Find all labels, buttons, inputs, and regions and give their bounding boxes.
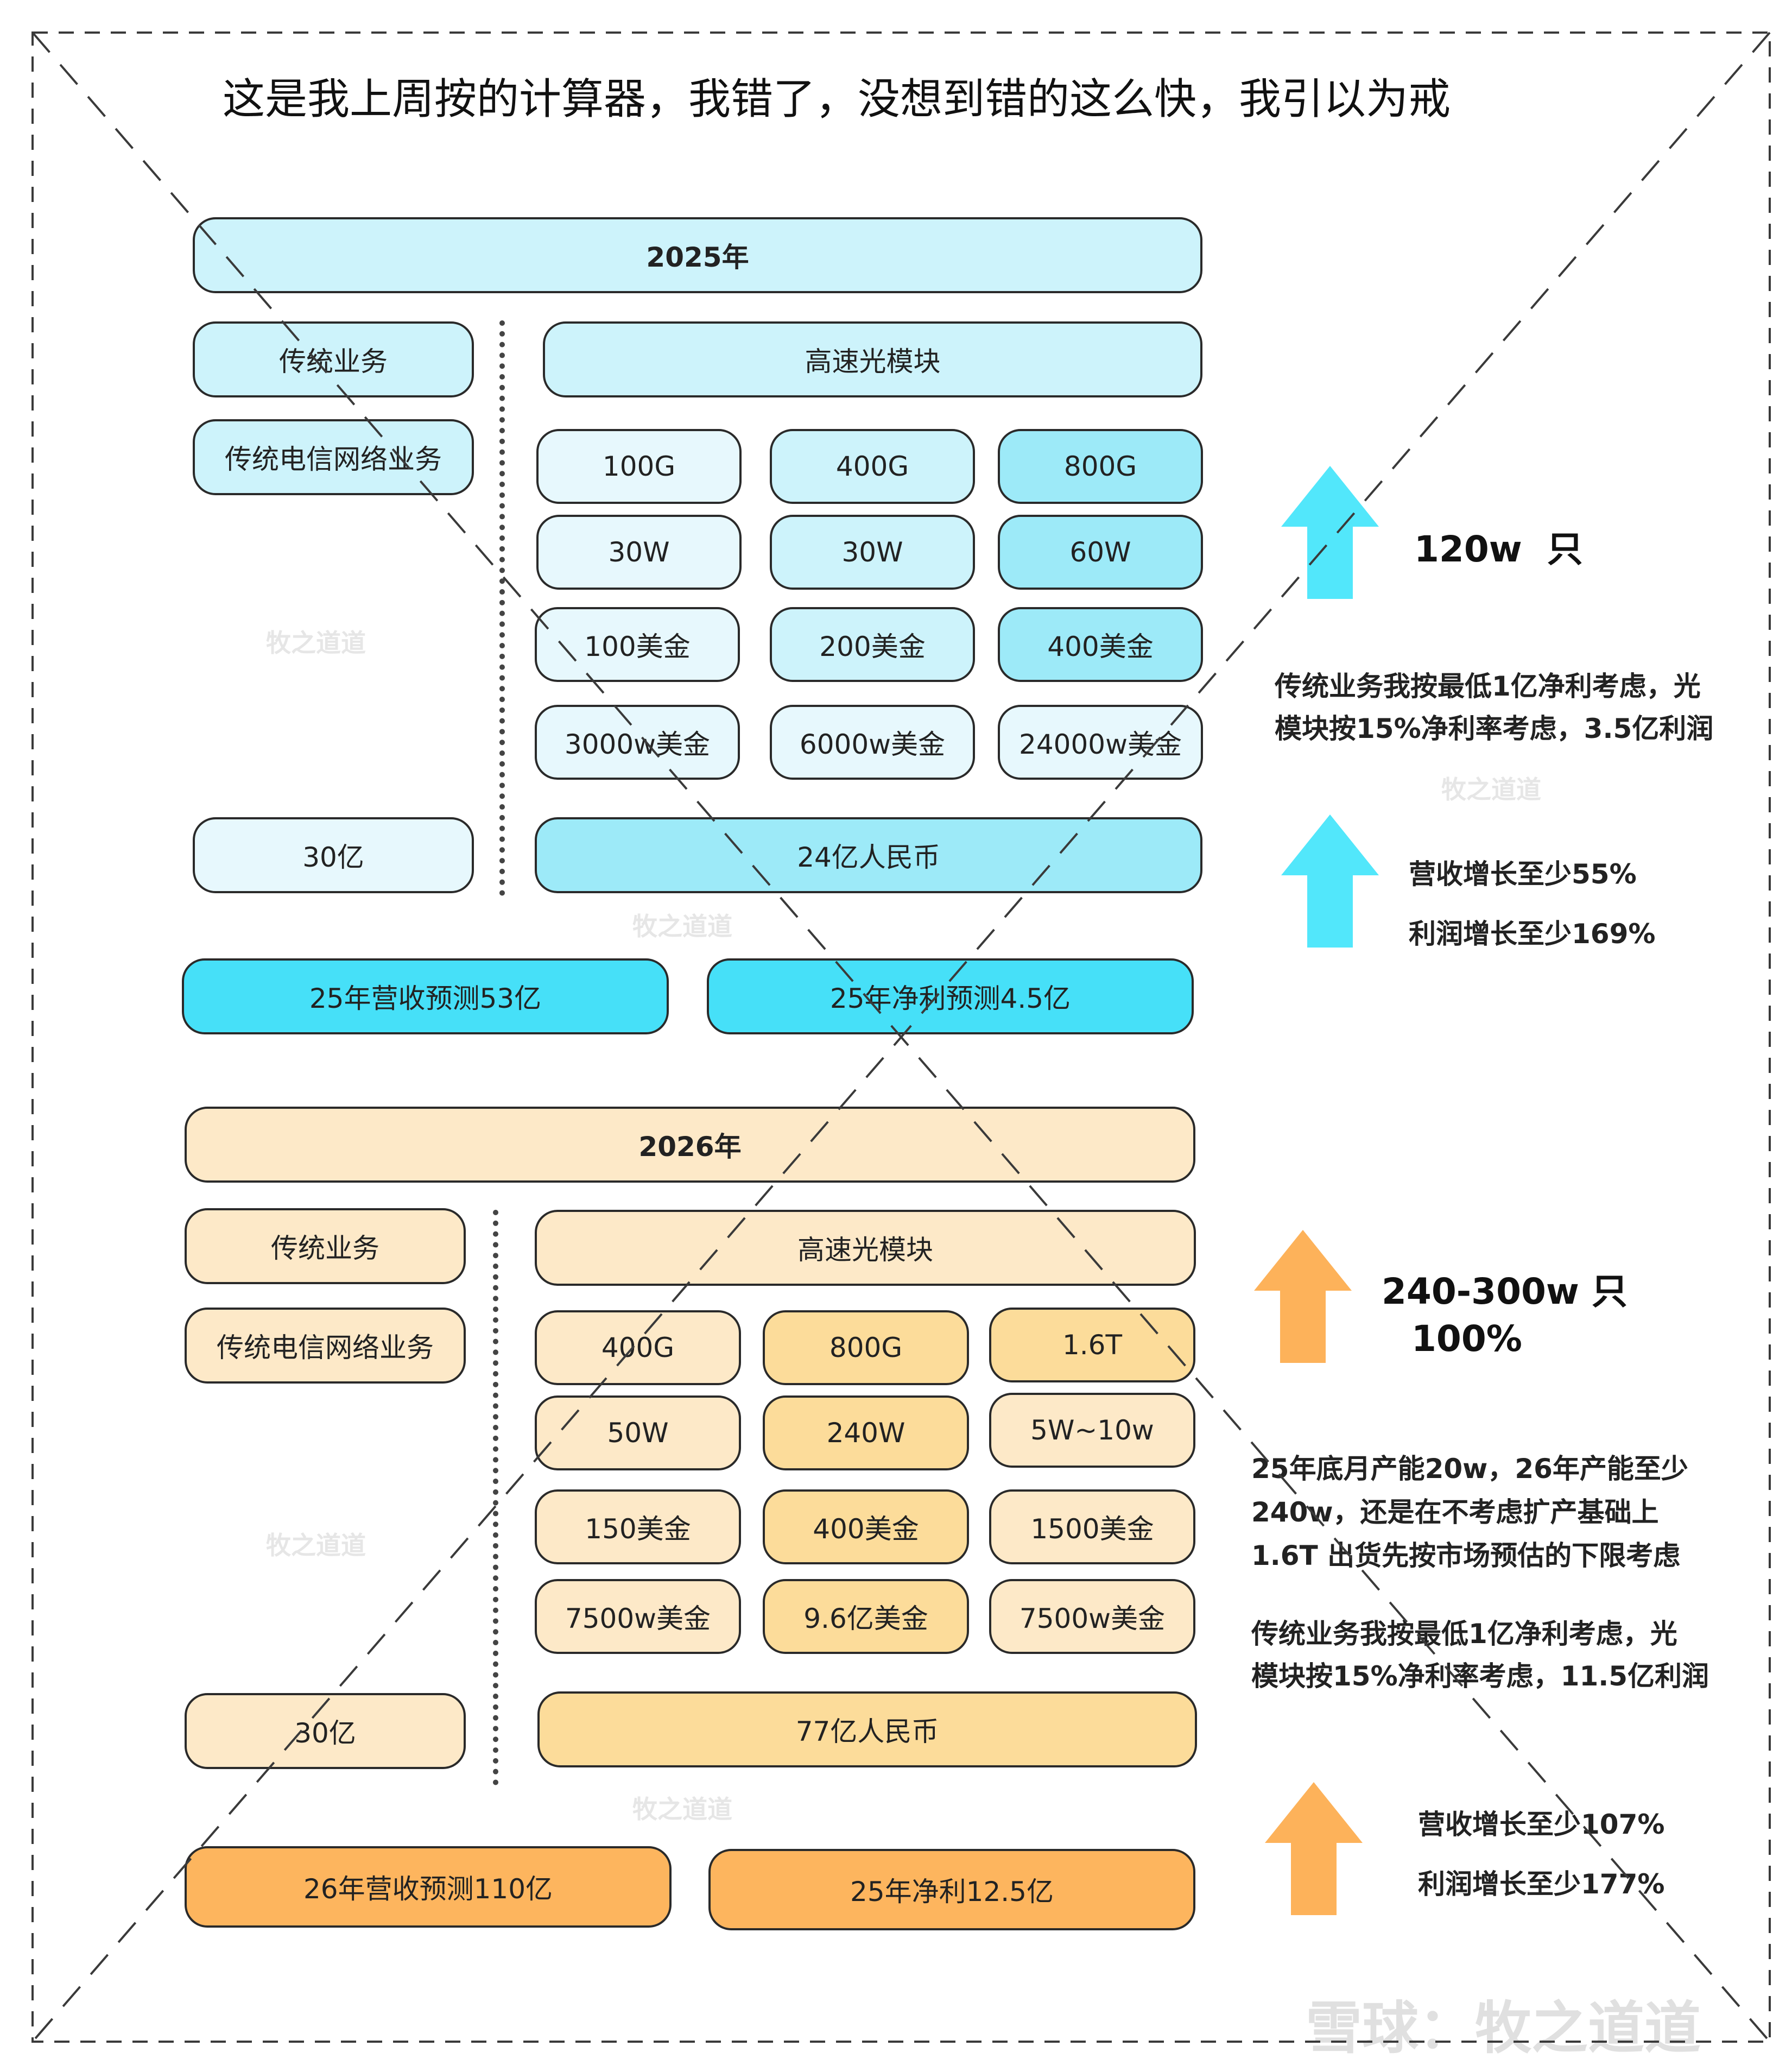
watermark: 牧之道道 (632, 912, 732, 941)
spec-2026-r0-c1: 800G (763, 1310, 969, 1385)
brand-watermark: 雪球：牧之道道 (1306, 1995, 1701, 2061)
assumption-2025: 传统业务我按最低1亿净利考虑，光 模块按15%净利率考虑，3.5亿利润 (1275, 665, 1713, 750)
module-revenue-2025: 24亿人民币 (535, 817, 1202, 893)
up-arrow-icon (1265, 1782, 1363, 1915)
growth-2025: 营收增长至少55% 利润增长至少169% (1409, 844, 1655, 964)
capacity-2026-line-2: 240w，还是在不考虑扩产基础上 (1251, 1496, 1659, 1528)
watermark: 牧之道道 (632, 1795, 732, 1824)
spec-2026-r3-c0: 7500w美金 (535, 1579, 741, 1654)
assumption-2026: 传统业务我按最低1亿净利考虑，光 模块按15%净利率考虑，11.5亿利润 (1251, 1613, 1709, 1697)
spec-2025-r2-c0: 100美金 (535, 607, 740, 682)
optical-module-2026: 高速光模块 (535, 1210, 1196, 1286)
telecom-business-2026: 传统电信网络业务 (185, 1308, 466, 1384)
up-arrow-icon (1281, 466, 1379, 599)
spec-2025-r3-c0: 3000w美金 (535, 705, 740, 780)
spec-2026-r0-c0: 400G (535, 1310, 741, 1385)
growth-2025-revenue: 营收增长至少55% (1409, 858, 1637, 890)
legacy-revenue-2026: 30亿 (185, 1693, 466, 1769)
spec-2025-r1-c0: 30W (536, 515, 742, 590)
up-arrow-icon (1281, 814, 1379, 948)
spec-2026-r2-c2: 1500美金 (989, 1489, 1195, 1564)
spec-2025-r0-c1: 400G (770, 429, 975, 504)
divider-2026 (493, 1210, 498, 1785)
telecom-business-2025: 传统电信网络业务 (193, 419, 474, 495)
optical-module-2025: 高速光模块 (543, 321, 1202, 397)
profit-forecast-2025: 25年净利预测4.5亿 (707, 958, 1194, 1034)
up-arrow-icon (1254, 1230, 1352, 1363)
growth-2026: 营收增长至少107% 利润增长至少177% (1418, 1795, 1664, 1914)
spec-2026-r3-c1: 9.6亿美金 (763, 1579, 969, 1654)
assumption-2026-line-1: 传统业务我按最低1亿净利考虑，光 (1251, 1618, 1677, 1650)
legacy-business-2025: 传统业务 (193, 321, 474, 397)
module-revenue-2026: 77亿人民币 (537, 1691, 1197, 1767)
header-2026: 2026年 (185, 1107, 1195, 1183)
legacy-business-2026: 传统业务 (185, 1208, 466, 1284)
assumption-2026-line-2: 模块按15%净利率考虑，11.5亿利润 (1251, 1660, 1709, 1692)
spec-2026-r1-c0: 50W (535, 1395, 741, 1470)
page-title: 这是我上周按的计算器，我错了，没想到错的这么快，我引以为戒 (223, 75, 1451, 124)
spec-2025-r0-c0: 100G (536, 429, 742, 504)
volume-2026: 240-300w 只 (1382, 1271, 1628, 1312)
spec-2026-r0-c2: 1.6T (989, 1308, 1195, 1382)
assumption-2025-line-1: 传统业务我按最低1亿净利考虑，光 (1275, 671, 1701, 702)
assumption-2025-line-2: 模块按15%净利率考虑，3.5亿利润 (1275, 713, 1714, 744)
revenue-forecast-2025: 25年营收预测53亿 (182, 958, 669, 1034)
volume-2026-percent: 100% (1411, 1318, 1522, 1360)
spec-2026-r2-c1: 400美金 (763, 1489, 969, 1564)
revenue-forecast-2026: 26年营收预测110亿 (185, 1846, 672, 1928)
spec-2025-r3-c1: 6000w美金 (770, 705, 975, 780)
capacity-2026: 25年底月产能20w，26年产能至少 240w，还是在不考虑扩产基础上 1.6T… (1251, 1447, 1688, 1577)
spec-2025-r2-c2: 400美金 (998, 607, 1203, 682)
growth-2026-profit: 利润增长至少177% (1418, 1868, 1665, 1900)
capacity-2026-line-3: 1.6T 出货先按市场预估的下限考虑 (1251, 1540, 1681, 1571)
spec-2025-r0-c2: 800G (998, 429, 1203, 504)
capacity-2026-line-1: 25年底月产能20w，26年产能至少 (1251, 1453, 1688, 1485)
divider-2025 (499, 320, 505, 896)
growth-2025-profit: 利润增长至少169% (1409, 918, 1656, 950)
spec-2025-r1-c2: 60W (998, 515, 1203, 590)
spec-2025-r1-c1: 30W (770, 515, 975, 590)
spec-2025-r3-c2: 24000w美金 (998, 705, 1203, 780)
header-2025: 2025年 (193, 217, 1202, 293)
spec-2025-r2-c1: 200美金 (770, 607, 975, 682)
spec-2026-r2-c0: 150美金 (535, 1489, 741, 1564)
legacy-revenue-2025: 30亿 (193, 817, 474, 893)
volume-2025: 120w 只 (1414, 528, 1583, 570)
watermark: 牧之道道 (266, 628, 366, 658)
growth-2026-revenue: 营收增长至少107% (1418, 1809, 1665, 1840)
spec-2026-r1-c1: 240W (763, 1395, 969, 1470)
watermark: 牧之道道 (266, 1531, 366, 1560)
spec-2026-r3-c2: 7500w美金 (989, 1579, 1195, 1654)
profit-forecast-2026: 25年净利12.5亿 (708, 1849, 1195, 1930)
watermark: 牧之道道 (1441, 775, 1541, 804)
spec-2026-r1-c2: 5W~10w (989, 1393, 1195, 1468)
